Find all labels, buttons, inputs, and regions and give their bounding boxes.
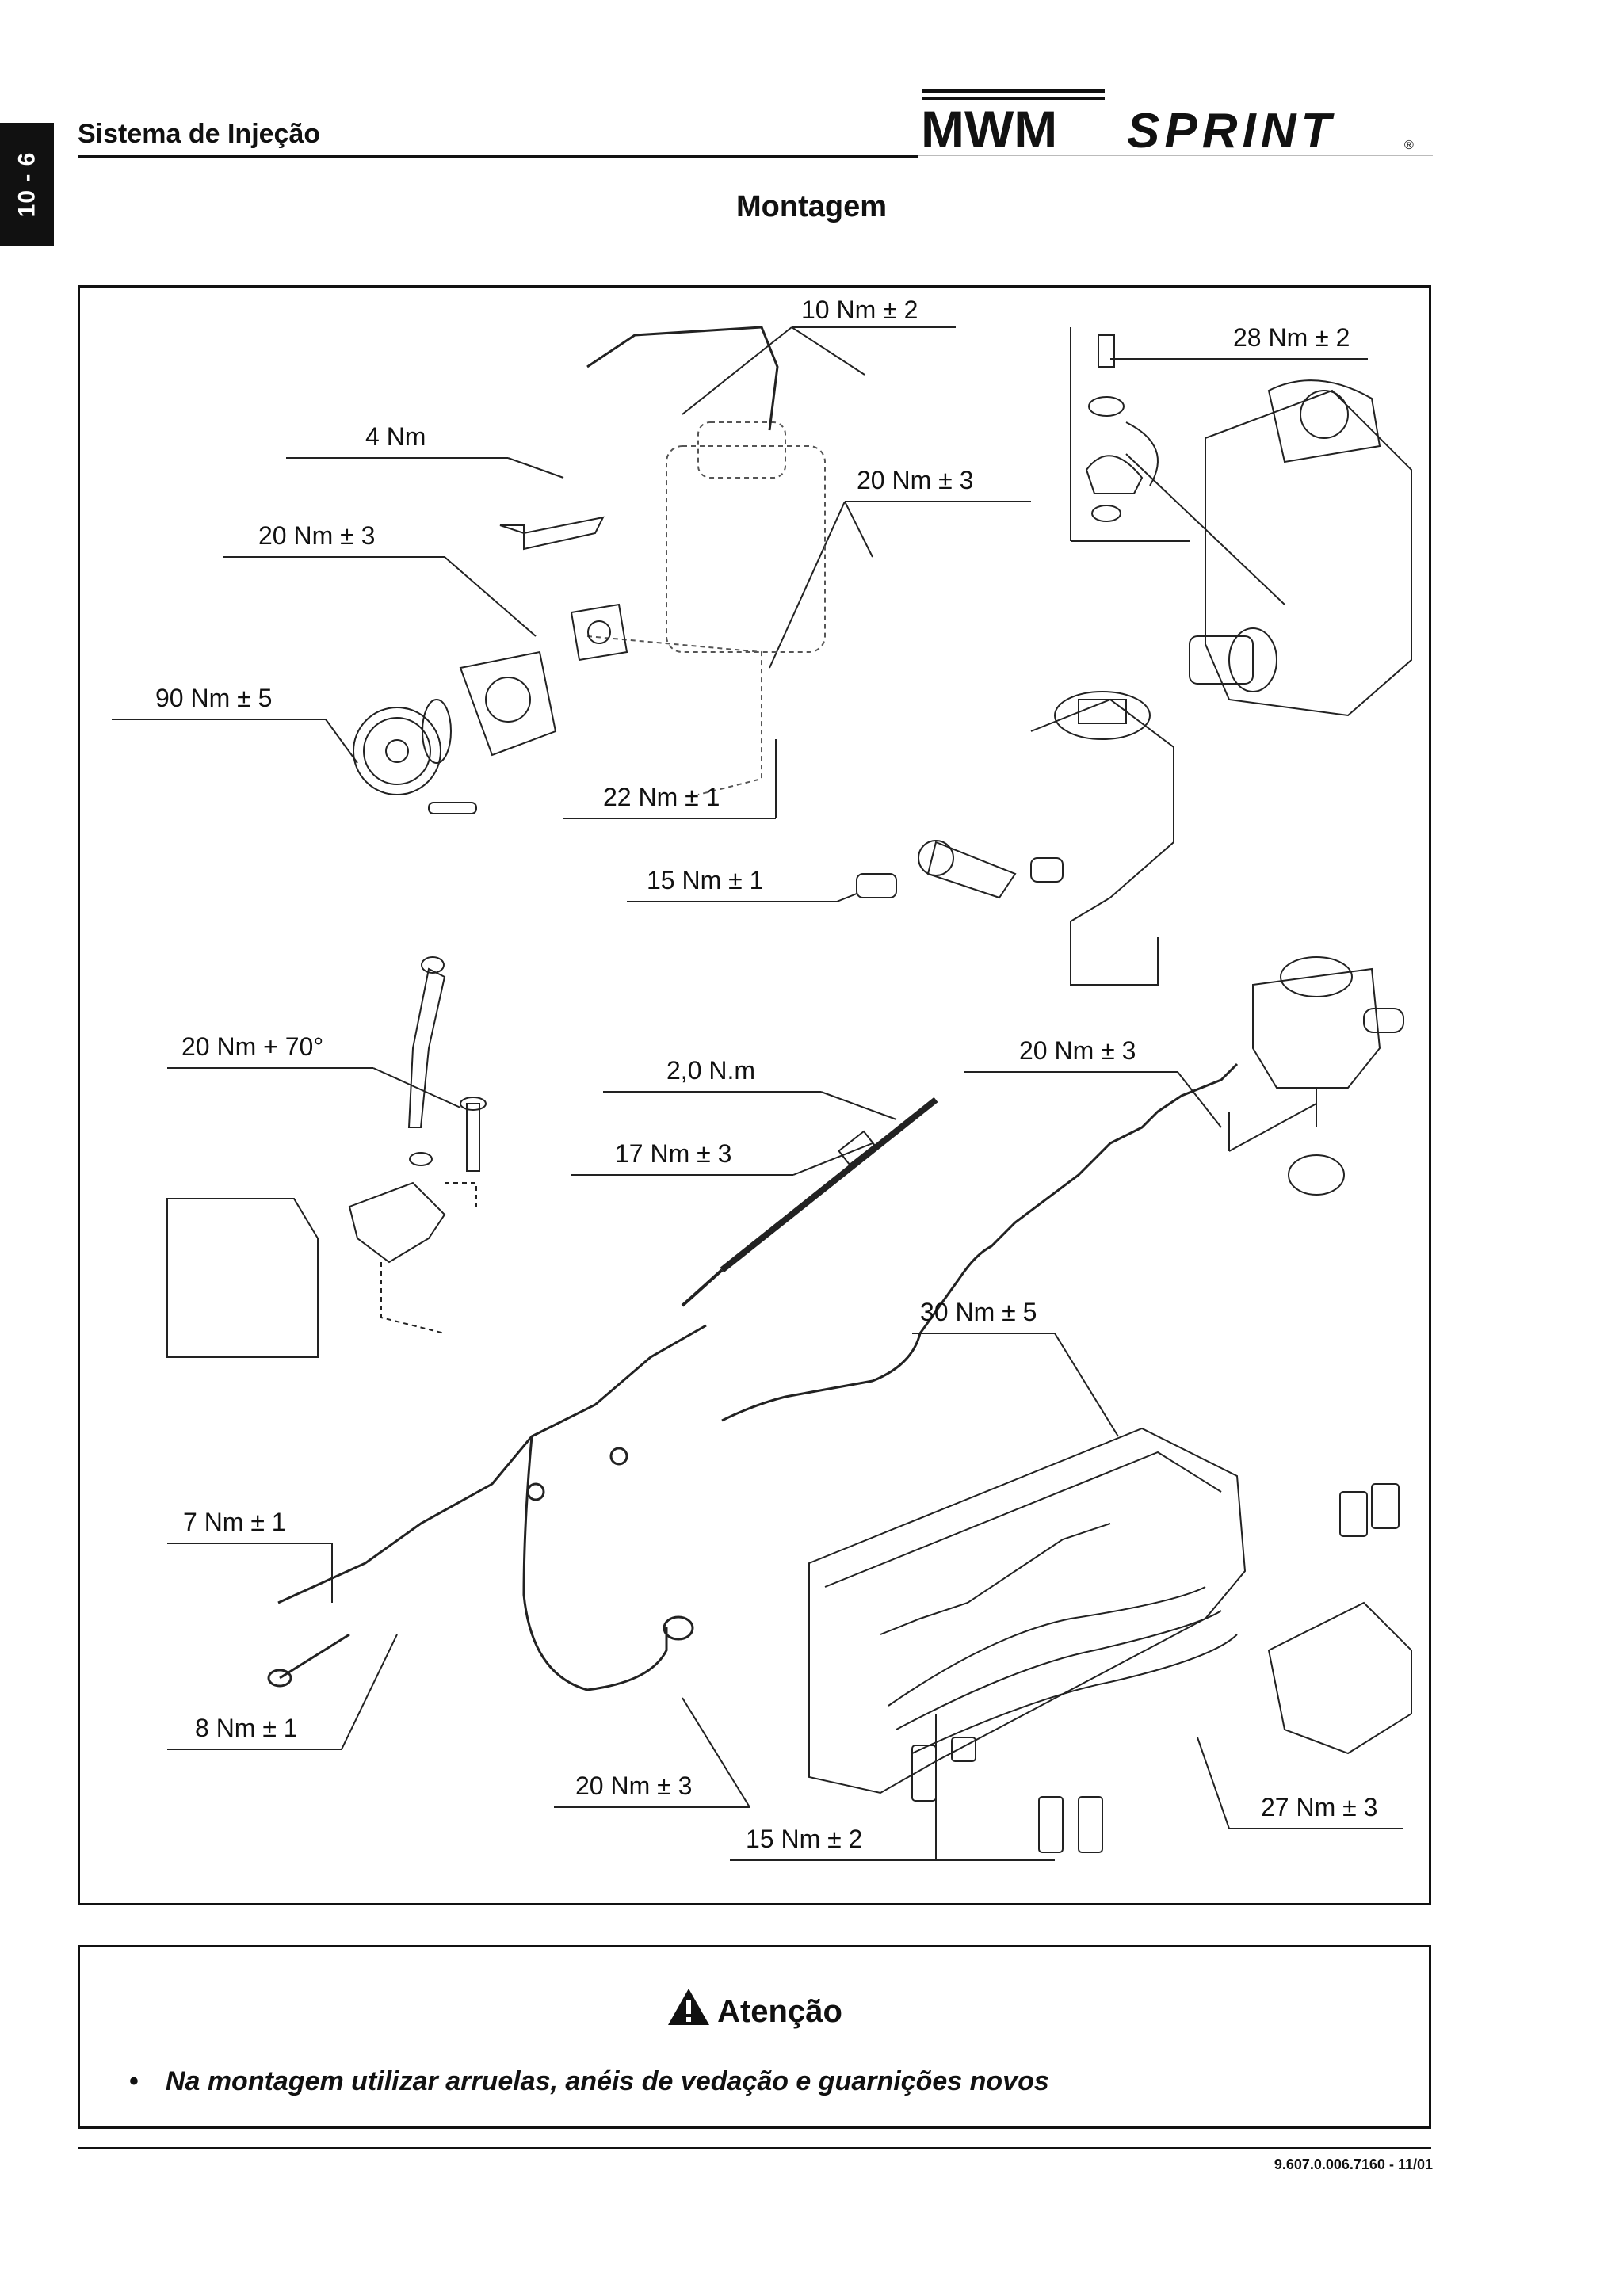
torque-label: 20 Nm ± 3 (258, 521, 376, 550)
document-number: 9.607.0.006.7160 - 11/01 (1274, 2157, 1433, 2172)
logo-registered-mark: ® (1404, 139, 1414, 152)
attention-heading: Atenção (80, 1987, 1429, 2035)
glow-plug (681, 1097, 938, 1307)
pump-detail-view (1070, 327, 1412, 717)
attention-item-text: Na montagem utilizar arruelas, anéis de … (165, 2066, 1049, 2096)
fuel-return-pipe (586, 326, 779, 431)
attention-title: Atenção (717, 1994, 842, 2029)
fuel-supply-pump (856, 691, 1174, 986)
injection-pipes (267, 1062, 1239, 1691)
footer-rule (78, 2147, 1431, 2149)
torque-label: 28 Nm ± 2 (1233, 323, 1350, 352)
injection-pump-ghost (586, 421, 826, 795)
warning-triangle-icon (666, 1987, 711, 2035)
pump-bracket (499, 516, 605, 551)
callout-leaders (112, 326, 1403, 1861)
torque-label: 27 Nm ± 3 (1261, 1793, 1378, 1821)
torque-label: 22 Nm ± 1 (603, 783, 720, 811)
torque-label: 20 Nm ± 3 (1019, 1036, 1136, 1065)
header-rule (78, 155, 918, 158)
injector-assembly (166, 956, 487, 1358)
page-title: Montagem (736, 190, 887, 223)
drive-gear (353, 603, 628, 814)
logo-brand-text: MWM (921, 100, 1057, 157)
mwm-sprint-logo: MWM SPRINT ® (921, 89, 1414, 157)
exploded-view-drawing (112, 326, 1412, 1861)
torque-label: 7 Nm ± 1 (183, 1508, 286, 1536)
torque-label: 15 Nm ± 1 (647, 866, 764, 894)
feed-pump (1228, 956, 1404, 1196)
attention-box: Atenção • Na montagem utilizar arruelas, … (78, 1945, 1431, 2129)
header-rule-thin (918, 155, 1433, 156)
torque-label: 20 Nm ± 3 (857, 466, 974, 494)
chapter-tab: 10 - 6 (0, 123, 54, 246)
engine-cylinder-head (808, 1427, 1412, 1853)
torque-label: 8 Nm ± 1 (195, 1714, 298, 1742)
torque-label: 4 Nm (365, 422, 426, 451)
torque-label: 2,0 N.m (666, 1056, 756, 1085)
section-title: Sistema de Injeção (78, 119, 321, 149)
torque-label: 17 Nm ± 3 (615, 1139, 732, 1168)
bullet: • (129, 2066, 139, 2096)
torque-label: 30 Nm ± 5 (920, 1298, 1037, 1326)
attention-item: • Na montagem utilizar arruelas, anéis de… (129, 2066, 1049, 2097)
torque-label: 20 Nm + 70° (181, 1032, 324, 1061)
torque-label: 15 Nm ± 2 (746, 1825, 863, 1853)
torque-label: 10 Nm ± 2 (801, 296, 918, 324)
logo-product-text: SPRINT (1127, 104, 1335, 157)
torque-label: 90 Nm ± 5 (155, 684, 273, 712)
assembly-diagram: 10 Nm ± 2 4 Nm 20 Nm ± 3 20 Nm ± 3 90 Nm… (78, 285, 1431, 1905)
torque-label: 20 Nm ± 3 (575, 1772, 693, 1800)
